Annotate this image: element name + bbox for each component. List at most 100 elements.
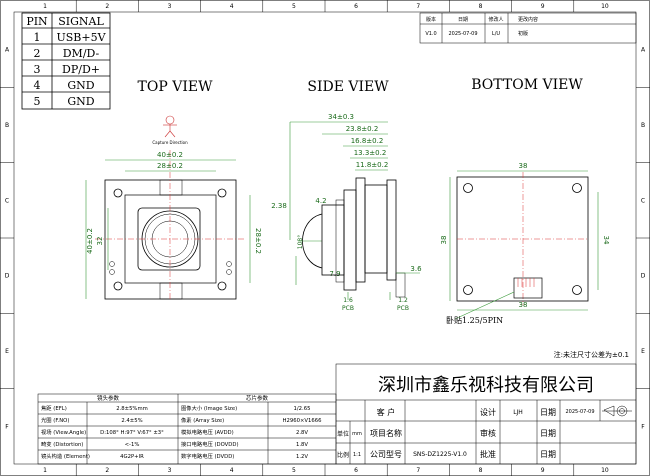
bottom-view: 38 38 34 38 卧贴1.25/5PIN (440, 162, 610, 325)
check-date-label: 日期 (540, 429, 556, 438)
lens-param-value: D:108° H:97° V:67° ±3° (100, 430, 164, 436)
bottom-hole-tr (572, 183, 582, 193)
lens-param-title: 镜头参数 (97, 394, 120, 402)
rev-header-editor: 修改人 (488, 16, 503, 23)
side-fov: 108° (297, 235, 304, 249)
customer-label: 客 户 (377, 407, 396, 417)
bottom-hole-bl (463, 285, 473, 295)
side-dim-11: 11.8±0.2 (356, 161, 389, 169)
zone-col-8: 8 (479, 3, 483, 10)
top-dim-outer-height: 40±0.2 (86, 228, 94, 254)
pin-5: 5 (34, 95, 41, 108)
side-dim-16: 16.8±0.2 (351, 137, 384, 145)
design-label: 设计 (480, 407, 496, 417)
capture-direction-figure (163, 115, 177, 138)
zone-col-5: 5 (292, 467, 296, 474)
rev-content: 初版 (518, 30, 528, 37)
chip-param-name: 图像大小 (Image Size) (181, 404, 237, 412)
bottom-dim-width: 38 (519, 162, 528, 170)
signal-5: GND (67, 95, 94, 108)
chip-param-name: 数字电路电压 (DVDD) (181, 452, 234, 460)
signal-3: DP/D+ (62, 63, 100, 76)
lens-param-name: 视场 (View.Angle) (41, 428, 86, 436)
zone-col-6: 6 (354, 3, 358, 10)
chip-param-value: 1/2.65 (294, 406, 311, 412)
zone-row-A: A (641, 47, 646, 54)
side-dim-4-2: 4.2 (315, 197, 326, 205)
bottom-view-title: BOTTOM VIEW (471, 77, 583, 93)
side-connector (395, 272, 406, 298)
pin-header: PIN (26, 15, 48, 28)
lens-param-value: 2.8±5%mm (116, 406, 148, 412)
item-label: 项目名称 (370, 428, 402, 438)
lens-param-name: 镜头构造 (Element) (41, 452, 90, 460)
screw-hole-tr (217, 188, 227, 198)
zone-row-D: D (5, 273, 10, 280)
top-notch (159, 179, 183, 196)
zone-row-C: C (5, 197, 9, 204)
zone-row-B: B (5, 122, 9, 129)
scale-label: 比例 (337, 451, 349, 459)
bottom-hole-br (572, 285, 582, 295)
zone-col-9: 9 (541, 467, 545, 474)
zone-col-4: 4 (230, 467, 234, 474)
zone-row-B: B (641, 122, 645, 129)
signal-header: SIGNAL (58, 15, 104, 28)
chip-param-title: 芯片参数 (246, 394, 269, 402)
rev-editor: L/U (492, 31, 500, 37)
designer: LJH (513, 409, 523, 416)
approve-date-label: 日期 (540, 450, 556, 459)
capture-direction-label: Capture Direction (152, 140, 188, 145)
top-dim-outer-width: 40±0.2 (157, 151, 183, 159)
zone-row-E: E (641, 348, 645, 355)
pin-4: 4 (34, 79, 41, 92)
title-block: 深圳市鑫乐视科技有限公司 客 户 设计 LJH 日期 2025-07-09 单位… (335, 363, 637, 465)
bottom-connector (513, 277, 543, 299)
zone-row-D: D (641, 273, 646, 280)
side-main-board (364, 184, 388, 274)
side-lens-barrel (321, 204, 345, 276)
pcb2-label: PCB (397, 305, 409, 312)
top-dim-lens-height: 32 (96, 237, 104, 246)
zone-row-F: F (641, 423, 645, 430)
zone-col-1: 1 (43, 467, 47, 474)
lens-param-value: 2.4±5% (121, 418, 142, 424)
side-view: 34±0.3 23.8±0.2 16.8±0.2 13.3±0.2 11.8±0… (271, 113, 422, 312)
code-label: 公司型号 (370, 450, 402, 459)
zone-col-7: 7 (416, 467, 420, 474)
zone-col-6: 6 (354, 467, 358, 474)
tolerance-note: 注:未注尺寸公差为±0.1 (554, 350, 629, 359)
screw-hole-tl (113, 188, 123, 198)
side-dim-34: 34±0.3 (328, 113, 354, 121)
screw-hole-br (217, 281, 227, 291)
chip-param-name: 像素 (Array Size) (181, 416, 224, 424)
side-holder (343, 189, 357, 291)
screw-hole-bl (113, 281, 123, 291)
zone-row-A: A (5, 47, 10, 54)
chip-param-value: 1.8V (296, 442, 308, 448)
parameter-table: 镜头参数 芯片参数 焦距 (EFL) 2.8±5%mm 图像大小 (Image Si… (37, 393, 337, 465)
side-hole-3 (226, 261, 232, 267)
top-dim-inner-height: 28±0.2 (254, 228, 262, 254)
zone-row-F: F (5, 423, 9, 430)
signal-1: USB+5V (56, 31, 106, 44)
zone-col-10: 10 (601, 467, 609, 474)
side-dim-3-6: 3.6 (410, 265, 422, 273)
bottom-notch (159, 282, 183, 300)
zone-col-5: 5 (292, 3, 296, 10)
pcb1-thickness: 1.6 (343, 297, 353, 304)
scale-value: 1:1 (353, 452, 361, 458)
chip-param-value: 2.8V (296, 430, 308, 436)
chip-param-name: 模拟电路电压 (AVDD) (181, 428, 234, 436)
pin-1: 1 (34, 31, 41, 44)
unit-label: 单位 (337, 430, 349, 438)
zone-col-2: 2 (105, 467, 109, 474)
zone-col-4: 4 (230, 3, 234, 10)
zone-row-E: E (5, 348, 9, 355)
side-dim-7-9: 7.9 (329, 270, 340, 278)
rev-version: V1.0 (425, 31, 436, 37)
lens-param-name: 焦距 (EFL) (41, 404, 67, 412)
pcb2-thickness: 1.2 (398, 297, 408, 304)
